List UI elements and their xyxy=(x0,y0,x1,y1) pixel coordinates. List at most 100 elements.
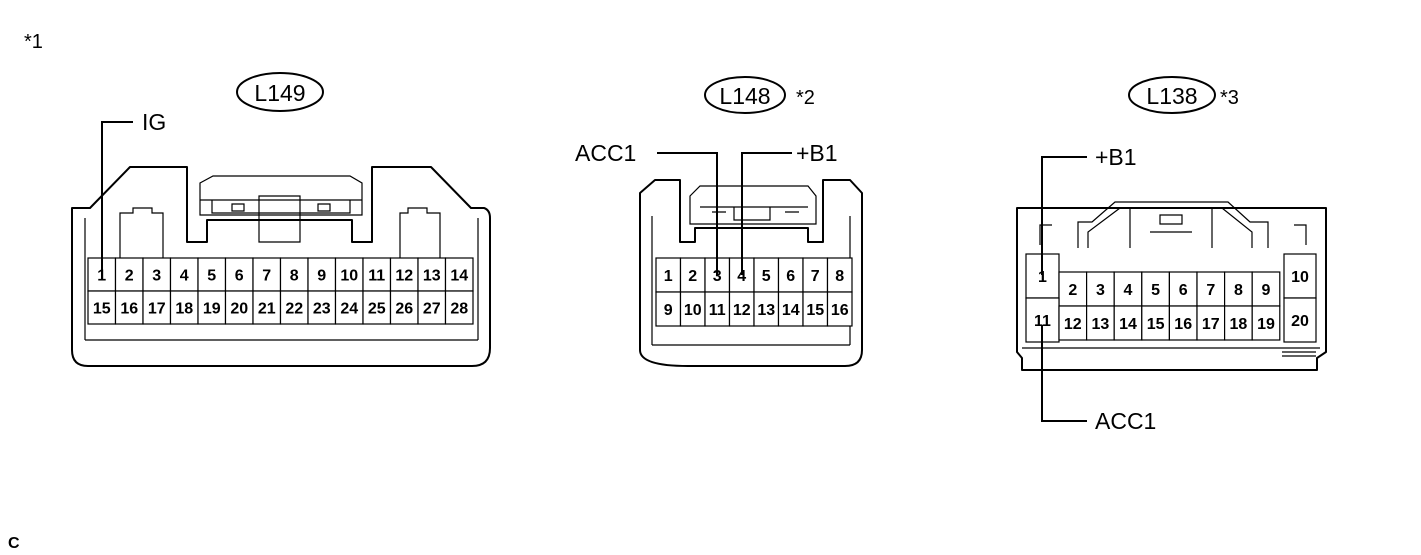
pin-cell-26: 26 xyxy=(389,290,419,325)
pin-cell-11: 11 xyxy=(362,257,392,292)
pin-number: 16 xyxy=(1174,316,1192,333)
pin-number: 10 xyxy=(340,268,358,285)
connector-code: L148 xyxy=(719,83,770,109)
pin-cell-box xyxy=(444,290,474,325)
pin-cell-box xyxy=(1283,297,1317,343)
pin-number: 12 xyxy=(1064,316,1082,333)
pin-number: 7 xyxy=(1206,282,1215,299)
pin-cell-10: 10 xyxy=(1283,253,1317,299)
pin-cell-20: 20 xyxy=(224,290,254,325)
pin-number: 11 xyxy=(709,302,726,319)
callout-label-b1: +B1 xyxy=(1095,144,1137,170)
pin-cell-27: 27 xyxy=(417,290,447,325)
callout-leader-b1 xyxy=(741,152,792,275)
housing-inner-ridge xyxy=(84,218,479,341)
pin-number: 21 xyxy=(258,301,276,318)
pin-number: 9 xyxy=(317,268,326,285)
pin-cell-5: 5 xyxy=(753,257,780,293)
pin-cell-6: 6 xyxy=(224,257,254,292)
pin-cell-12: 12 xyxy=(389,257,419,292)
pin-number: 14 xyxy=(450,268,468,285)
pin-number: 27 xyxy=(423,301,441,318)
callout-label-acc1: ACC1 xyxy=(1095,408,1156,434)
callout-label-b1: +B1 xyxy=(796,140,838,166)
pin-number: 2 xyxy=(125,268,134,285)
pin-cell-box xyxy=(197,290,227,325)
pin-number: 14 xyxy=(1119,316,1137,333)
pin-number: 13 xyxy=(757,302,775,319)
pin-number: 15 xyxy=(1147,316,1165,333)
connector-note: *3 xyxy=(1220,87,1239,109)
pin-number: 8 xyxy=(1234,282,1243,299)
pin-number: 2 xyxy=(1068,282,1077,299)
pin-cell-box xyxy=(1251,305,1281,341)
pin-number: 9 xyxy=(1262,282,1271,299)
pin-cell-25: 25 xyxy=(362,290,392,325)
pin-number: 19 xyxy=(1257,316,1275,333)
pin-cell-23: 23 xyxy=(307,290,337,325)
pin-cell-1: 1 xyxy=(655,257,682,293)
pin-cell-4: 4 xyxy=(169,257,199,292)
pin-cell-box xyxy=(655,291,682,327)
pin-cell-8: 8 xyxy=(279,257,309,292)
pin-number: 2 xyxy=(688,268,697,285)
pin-cell-box xyxy=(307,257,337,292)
pin-cell-14: 14 xyxy=(777,291,804,327)
pin-number: 4 xyxy=(737,268,746,285)
pin-number: 20 xyxy=(1291,313,1309,330)
connector-code: L138 xyxy=(1146,83,1197,109)
pin-cell-box xyxy=(777,291,804,327)
pin-cell-9: 9 xyxy=(655,291,682,327)
housing-steps xyxy=(1039,224,1307,245)
connector-code-oval xyxy=(1128,76,1216,114)
pin-number: 8 xyxy=(290,268,299,285)
pin-number: 15 xyxy=(93,301,111,318)
connector-code-oval xyxy=(704,76,786,114)
pin-number: 19 xyxy=(203,301,221,318)
pin-cell-9: 9 xyxy=(307,257,337,292)
pin-number: 6 xyxy=(1179,282,1188,299)
pin-number: 18 xyxy=(1230,316,1248,333)
pin-cell-box xyxy=(679,257,706,293)
pin-cell-9: 9 xyxy=(1251,271,1281,307)
pin-cell-box xyxy=(114,290,144,325)
pin-cell-box xyxy=(417,290,447,325)
pin-cell-box xyxy=(1223,305,1253,341)
pin-number: 13 xyxy=(423,268,441,285)
pin-number: 3 xyxy=(1096,282,1105,299)
pin-cell-8: 8 xyxy=(826,257,853,293)
pin-cell-16: 16 xyxy=(114,290,144,325)
pin-cell-19: 19 xyxy=(197,290,227,325)
pin-cell-box xyxy=(197,257,227,292)
pin-cell-7: 7 xyxy=(252,257,282,292)
pin-cell-12: 12 xyxy=(728,291,755,327)
pin-cell-5: 5 xyxy=(1141,271,1171,307)
pin-number: 12 xyxy=(733,302,751,319)
pin-number: 25 xyxy=(368,301,386,318)
connector-code-oval xyxy=(236,72,324,112)
connector-latch xyxy=(689,185,817,225)
pin-cell-7: 7 xyxy=(1196,271,1226,307)
connector-housing xyxy=(1016,207,1327,371)
connector-note: *2 xyxy=(796,87,815,109)
pin-cell-24: 24 xyxy=(334,290,364,325)
pin-cell-8: 8 xyxy=(1223,271,1253,307)
pin-cell-6: 6 xyxy=(1168,271,1198,307)
pin-cell-box xyxy=(334,290,364,325)
pin-cell-box xyxy=(1113,271,1143,307)
pin-number: 1 xyxy=(1038,269,1047,286)
pin-cell-box xyxy=(1168,305,1198,341)
pin-cell-16: 16 xyxy=(826,291,853,327)
pin-cell-21: 21 xyxy=(252,290,282,325)
callout-leader-ig xyxy=(101,121,133,275)
pin-number: 10 xyxy=(1291,269,1309,286)
pin-number: 5 xyxy=(1151,282,1160,299)
connector-housing xyxy=(71,166,491,367)
pin-number: 1 xyxy=(664,268,673,285)
pin-number: 23 xyxy=(313,301,331,318)
pin-cell-box xyxy=(389,290,419,325)
connector-code: L149 xyxy=(254,80,305,106)
pin-cell-box xyxy=(777,257,804,293)
pin-number: 26 xyxy=(395,301,413,318)
pin-cell-10: 10 xyxy=(334,257,364,292)
